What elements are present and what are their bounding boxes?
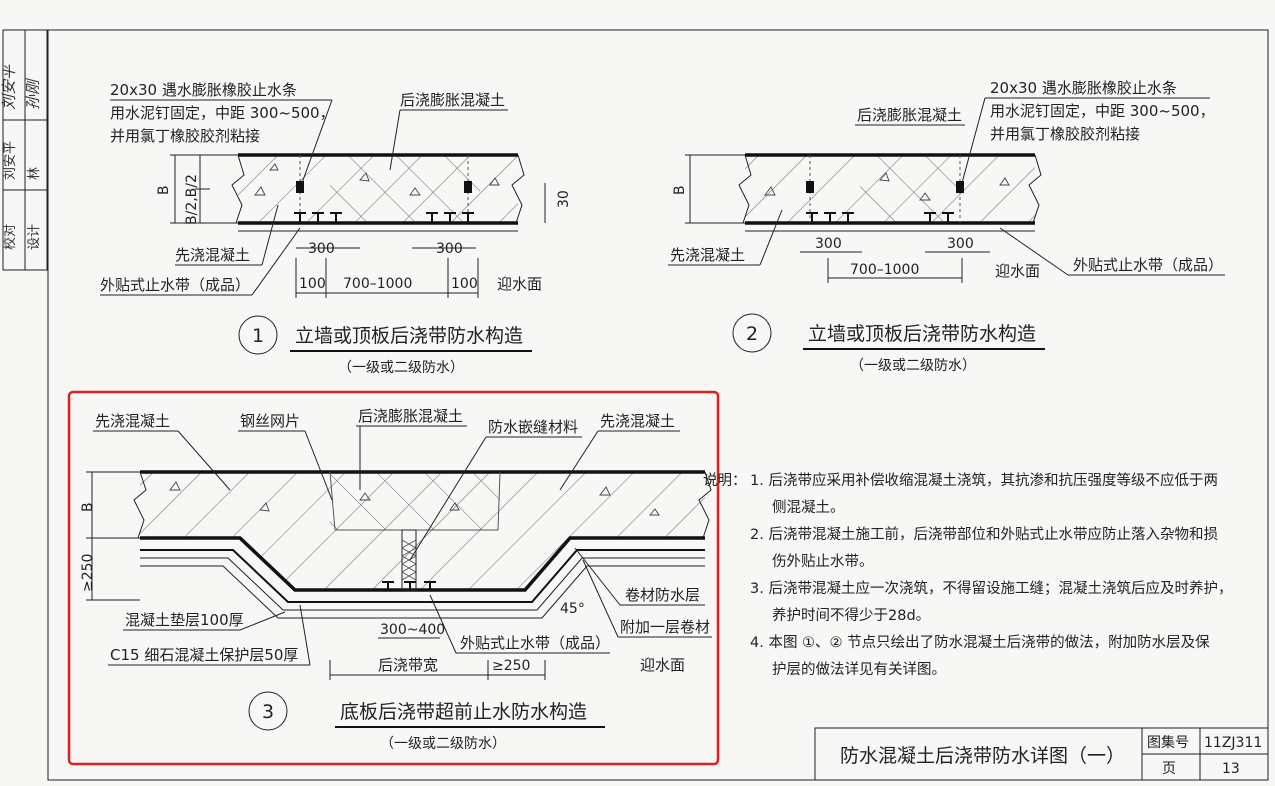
page-value: 13: [1222, 761, 1240, 777]
label-pre-concrete-left: 先浇混凝土: [95, 412, 170, 430]
waterstop-strip: [956, 181, 964, 193]
detail-number-circle: [248, 691, 288, 731]
dim-250-horizontal: ≥250: [492, 658, 530, 674]
waterstop-strip: [806, 181, 814, 193]
sheet-title: 防水混凝土后浇带防水详图（一）: [840, 745, 1125, 767]
label-post-concrete: 后浇膨胀混凝土: [857, 106, 962, 124]
slab-post-cast-3: [330, 472, 500, 530]
detail-title: 立墙或顶板后浇带防水构造: [295, 325, 523, 347]
notes-heading: 说明：: [703, 472, 747, 489]
label-steel-mesh: 钢丝网片: [240, 412, 300, 430]
detail-number-circle: [238, 315, 278, 355]
detail-number: 3: [262, 701, 274, 723]
label-sealant: 防水嵌缝材料: [488, 418, 578, 436]
note-1a: 1. 后浇带应采用补偿收缩混凝土浇筑，其抗渗和抗压强度等级不应低于两: [750, 471, 1218, 489]
label-membrane: 卷材防水层: [625, 586, 700, 604]
page-label: 页: [1162, 761, 1176, 777]
dim-b: B: [156, 185, 172, 195]
side-label-name1: 刘安平: [3, 141, 18, 180]
dim-b: B: [672, 185, 688, 195]
detail-subtitle: （一级或二级防水）: [850, 358, 976, 374]
dim-300-left: 300: [815, 236, 842, 252]
label-cushion: 混凝土垫层100厚: [125, 611, 244, 629]
slab-pre-cast-3: [140, 472, 705, 590]
atlas-number-value: 11ZJ311: [1204, 735, 1262, 751]
label-protect-layer: C15 细石混凝土保护层50厚: [110, 646, 298, 664]
leader-waterstop-3: 并用氯丁橡胶胶剂粘接: [990, 125, 1140, 143]
note-3b: 养护时间不得少于28d。: [772, 607, 930, 624]
leader-waterstop-1: 20x30 遇水膨胀橡胶止水条: [990, 79, 1177, 97]
highlight-box: [67, 390, 720, 766]
leader-waterstop-1: 20x30 遇水膨胀橡胶止水条: [110, 81, 297, 99]
dim-300-left: 300: [308, 241, 335, 257]
detail-2: B 300 300 700–1000 迎水面 20x30 遇水膨胀橡胶止水条 用…: [668, 79, 1225, 374]
note-4b: 护层的做法详见有关详图。: [772, 661, 946, 678]
external-waterstop-tape: [806, 212, 954, 223]
label-external-tape: 外贴式止水带（成品）: [100, 276, 250, 294]
label-external-tape: 外贴式止水带（成品）: [460, 634, 610, 652]
title-block: 防水混凝土后浇带防水详图（一） 图集号 11ZJ311 页 13: [814, 727, 1269, 781]
detail-number: 1: [252, 325, 264, 347]
external-waterstop-tape: [294, 212, 474, 223]
label-external-tape: 外贴式止水带（成品）: [1073, 256, 1223, 274]
detail-3: B ≥250 先浇混凝土 钢丝网片 后浇膨胀混凝土 防水嵌缝材料 先浇混凝土 卷…: [80, 407, 712, 752]
waterstop-strip: [296, 181, 304, 193]
dim-band-width: 后浇带宽: [378, 656, 438, 674]
side-label-design: 设计: [27, 224, 42, 250]
detail-subtitle: （一级或二级防水）: [380, 736, 506, 752]
dim-b-half: B/2,B/2: [184, 174, 200, 225]
dim-100-right: 100: [451, 276, 478, 292]
notes-block: 说明： 1. 后浇带应采用补偿收缩混凝土浇筑，其抗渗和抗压强度等级不应低于两 侧…: [703, 471, 1232, 678]
signature-2: 孙刚: [24, 78, 42, 110]
atlas-number-label: 图集号: [1147, 734, 1189, 751]
dim-b: B: [80, 502, 96, 512]
label-pre-concrete: 先浇混凝土: [175, 246, 250, 264]
detail-title: 立墙或顶板后浇带防水构造: [808, 323, 1036, 345]
label-pre-concrete-right: 先浇混凝土: [600, 412, 675, 430]
slab-post-cast-1: [330, 155, 480, 223]
side-label-name2: 林: [27, 167, 42, 180]
detail-subtitle: （一级或二级防水）: [338, 360, 464, 376]
dim-250-vertical: ≥250: [80, 554, 96, 592]
detail-number-circle: [732, 313, 772, 353]
leader-waterstop-2: 用水泥钉固定，中距 300~500，: [990, 102, 1215, 120]
dim-100-left: 100: [299, 276, 326, 292]
note-3a: 3. 后浇带混凝土应一次浇筑，不得留设施工缝；混凝土浇筑后应及时养护，: [750, 579, 1232, 597]
dim-300-right: 300: [947, 236, 974, 252]
slab-post-cast-2: [860, 155, 960, 223]
angle-45: 45°: [560, 601, 585, 617]
detail-1: B B/2,B/2 30 300 300 100 700–1000 100 迎水…: [100, 81, 572, 376]
label-post-concrete: 后浇膨胀混凝土: [400, 91, 505, 109]
dim-300-right: 300: [436, 241, 463, 257]
note-2b: 伤外贴止水带。: [772, 553, 874, 570]
sheet-border: [47, 29, 1269, 781]
label-pre-concrete: 先浇混凝土: [670, 246, 745, 264]
note-1b: 侧混凝土。: [772, 499, 845, 516]
waterstop-strip: [464, 181, 472, 193]
signature-1: 刘安平: [0, 63, 18, 110]
note-2a: 2. 后浇带混凝土施工前，后浇带部位和外贴式止水带应防止落入杂物和损: [750, 525, 1218, 543]
external-waterstop-tape: [382, 581, 436, 590]
dim-span: 700–1000: [850, 262, 919, 278]
label-post-concrete: 后浇膨胀混凝土: [358, 407, 463, 425]
side-label-check: 校对: [2, 224, 18, 250]
dim-300-400: 300~400: [380, 622, 445, 638]
dim-30: 30: [556, 190, 572, 208]
detail-title: 底板后浇带超前止水防水构造: [340, 701, 587, 723]
detail-number: 2: [746, 323, 758, 345]
water-face-label: 迎水面: [995, 262, 1040, 280]
dim-span: 700–1000: [343, 276, 412, 292]
water-face-label: 迎水面: [497, 275, 542, 293]
note-4a: 4. 本图 ①、② 节点只绘出了防水混凝土后浇带的做法，附加防水层及保: [750, 634, 1210, 651]
leader-waterstop-2: 用水泥钉固定，中距 300~500，: [110, 104, 335, 122]
label-extra-layer: 附加一层卷材: [620, 618, 710, 636]
water-face-label: 迎水面: [640, 656, 685, 674]
signature-strip: 校对 设计 刘安平 林 刘安平 孙刚: [0, 29, 48, 271]
leader-waterstop-3: 并用氯丁橡胶胶剂粘接: [110, 127, 260, 145]
